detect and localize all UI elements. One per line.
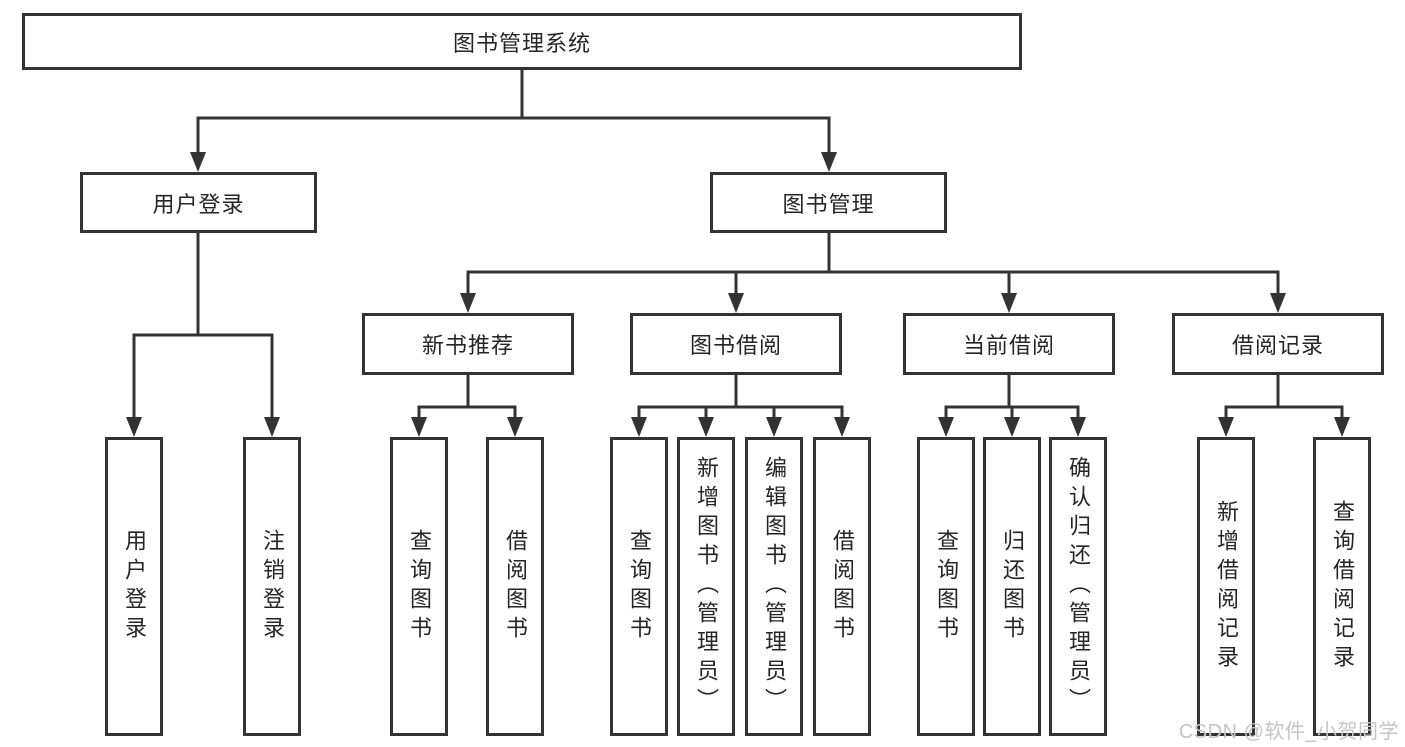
node-leaf-add-borrow-record-label: 新增借阅记录 [1214,499,1239,674]
node-user-login: 用户登录 [80,172,317,233]
node-leaf-confirm-return-admin: 确认归还（管理员） [1049,437,1107,736]
node-leaf-borrow-books-borrowing: 借阅图书 [813,437,871,736]
node-current-borrowing-label: 当前借阅 [962,333,1055,358]
node-leaf-add-books-admin-label: 新增图书（管理员） [694,456,719,717]
node-library-system: 图书管理系统 [22,13,1022,70]
node-leaf-logout-label: 注销登录 [260,528,285,645]
node-leaf-borrow-books-recommend-label: 借阅图书 [503,528,528,645]
node-leaf-borrow-books-borrowing-label: 借阅图书 [830,528,855,645]
node-leaf-add-borrow-record: 新增借阅记录 [1197,437,1255,736]
node-leaf-user-login-label: 用户登录 [122,528,147,645]
node-book-borrowing: 图书借阅 [630,313,842,375]
node-leaf-query-books-current: 查询图书 [917,437,975,736]
node-leaf-confirm-return-admin-label: 确认归还（管理员） [1066,456,1091,717]
node-book-management: 图书管理 [710,172,947,233]
node-leaf-query-books-recommend: 查询图书 [390,437,448,736]
node-leaf-query-borrow-record: 查询借阅记录 [1313,437,1371,736]
node-leaf-edit-books-admin-label: 编辑图书（管理员） [762,456,787,717]
arrowheads [126,152,1350,437]
node-leaf-query-books-borrowing-label: 查询图书 [627,528,652,645]
node-leaf-query-borrow-record-label: 查询借阅记录 [1330,499,1355,674]
node-leaf-add-books-admin: 新增图书（管理员） [677,437,735,736]
node-current-borrowing: 当前借阅 [903,313,1115,375]
node-leaf-return-books-label: 归还图书 [1000,528,1025,645]
node-new-book-recommend: 新书推荐 [362,313,574,375]
node-library-system-label: 图书管理系统 [452,30,591,56]
node-leaf-logout: 注销登录 [243,437,301,736]
csdn-watermark: CSDN @软件_小贺同学 [1178,721,1399,743]
node-book-management-label: 图书管理 [782,191,875,217]
node-leaf-query-books-current-label: 查询图书 [934,528,959,645]
node-leaf-query-books-borrowing: 查询图书 [610,437,668,736]
node-leaf-return-books: 归还图书 [983,437,1041,736]
node-leaf-query-books-recommend-label: 查询图书 [407,528,432,645]
node-leaf-borrow-books-recommend: 借阅图书 [486,437,544,736]
node-user-login-label: 用户登录 [152,191,245,217]
node-borrowing-records: 借阅记录 [1172,313,1384,375]
node-new-book-recommend-label: 新书推荐 [421,333,514,358]
node-leaf-user-login: 用户登录 [105,437,163,736]
node-leaf-edit-books-admin: 编辑图书（管理员） [745,437,803,736]
node-book-borrowing-label: 图书借阅 [689,333,782,358]
node-borrowing-records-label: 借阅记录 [1231,333,1324,358]
